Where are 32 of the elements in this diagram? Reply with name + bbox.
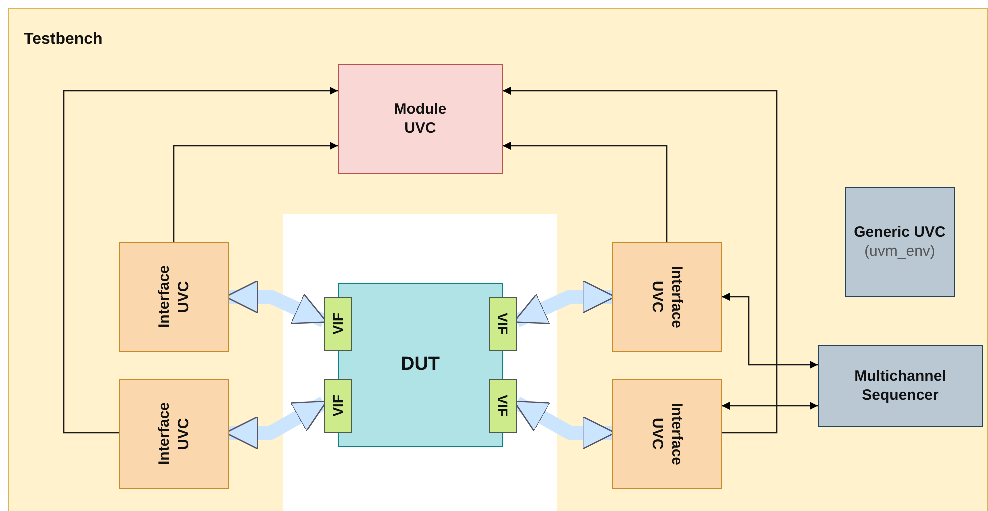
box-label: DUT xyxy=(400,352,440,377)
box-sublabel: (uvm_env) xyxy=(864,242,936,262)
interface-box xyxy=(119,242,229,352)
arrow xyxy=(722,402,818,410)
vif-port xyxy=(324,379,352,433)
vif-port xyxy=(489,297,517,351)
box-label: Interface UVC xyxy=(154,264,193,330)
interface-box xyxy=(612,379,722,489)
arrow xyxy=(173,142,338,242)
container-title: Testbench xyxy=(24,31,103,49)
component-box xyxy=(818,345,983,427)
box-label: VIF xyxy=(494,313,512,335)
box-label: Multichannel Sequencer xyxy=(854,366,948,406)
testbench-container xyxy=(8,8,988,511)
module-box xyxy=(338,64,503,174)
box-label: Interface UVC xyxy=(648,402,686,468)
box-label: Interface UVC xyxy=(648,264,686,330)
vif-port xyxy=(489,379,517,433)
arrow xyxy=(722,293,818,369)
arrow xyxy=(63,87,338,434)
component-box xyxy=(845,187,955,297)
box-label: VIF xyxy=(328,313,347,335)
box-label: Generic UVC xyxy=(854,222,946,242)
box-label: Module UVC xyxy=(393,100,448,138)
interface-box xyxy=(119,379,229,489)
interface-box xyxy=(612,242,722,352)
arrow xyxy=(503,87,778,434)
box-label: VIF xyxy=(494,395,512,417)
arrow xyxy=(503,142,668,242)
vif-port xyxy=(324,297,352,351)
box-label: Interface UVC xyxy=(154,402,193,468)
box-label: VIF xyxy=(328,395,347,417)
